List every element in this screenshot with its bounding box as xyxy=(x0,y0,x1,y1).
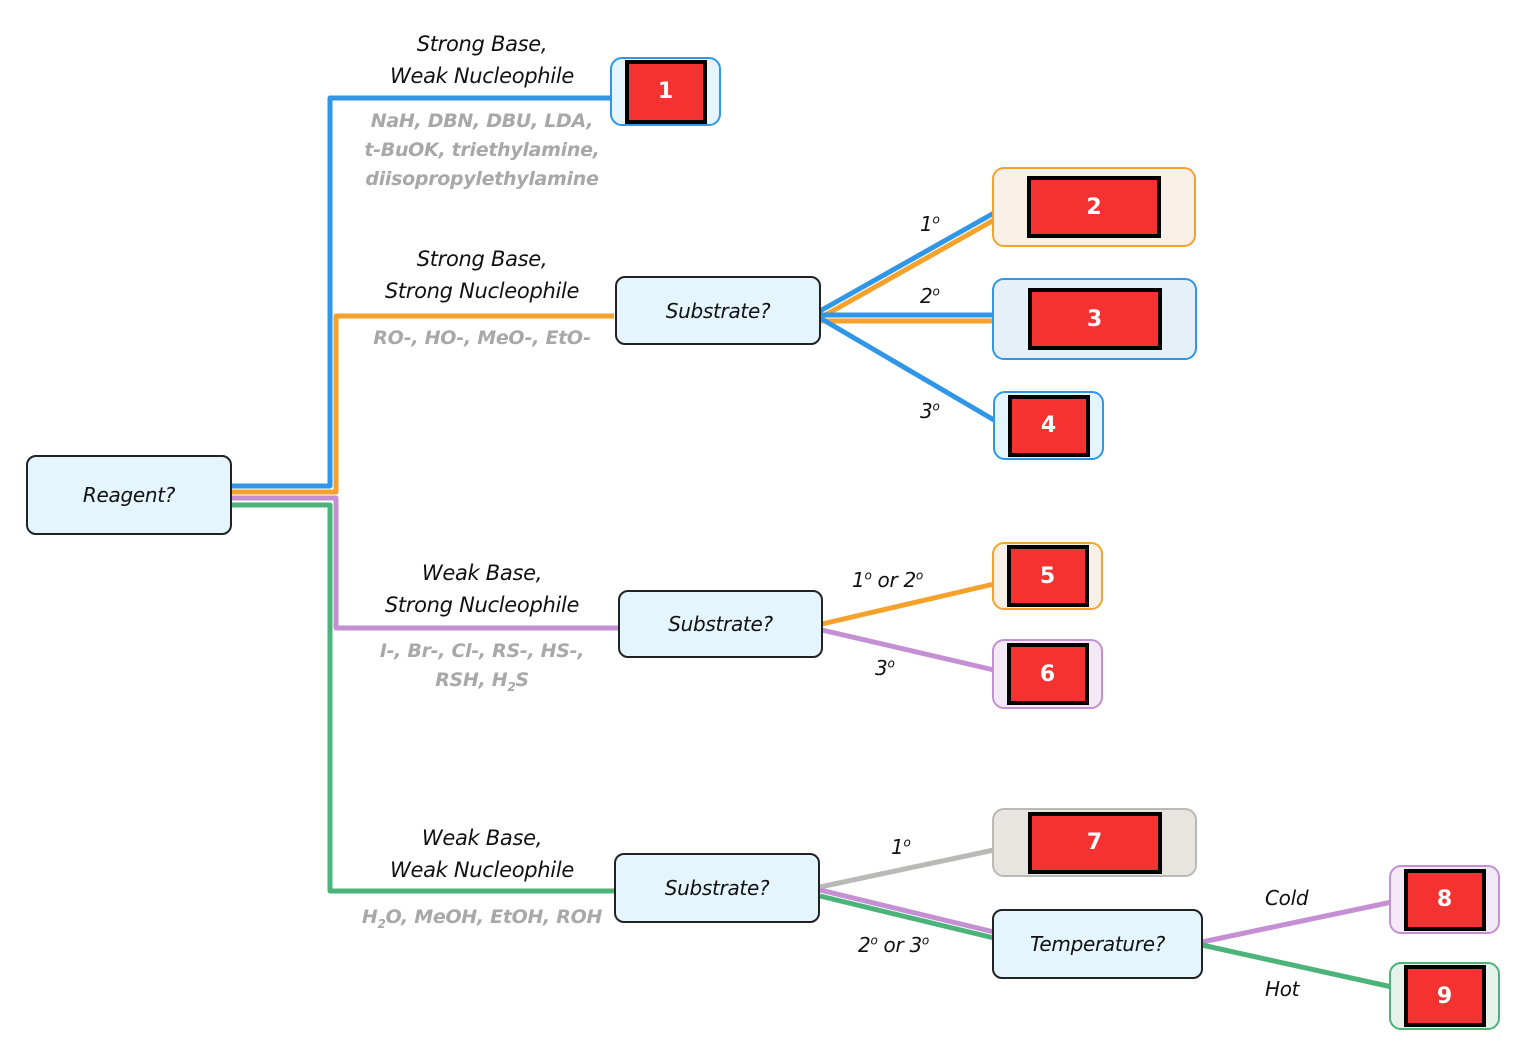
edge-sub3-to-temp-purple xyxy=(819,887,995,935)
outcome-1-badge: 1 xyxy=(624,59,707,124)
category-2-label: Strong Base, Strong Nucleophile xyxy=(384,247,580,303)
outcome-3: 3 xyxy=(992,278,1197,360)
edge-label-cold: Cold xyxy=(1265,886,1309,910)
edge-sub1-to-2-orange xyxy=(818,217,996,321)
edge-label-1-or-2-deg: 1o or 2o xyxy=(852,568,923,592)
temperature-node-label: Temperature? xyxy=(1029,932,1166,956)
category-4-examples: H2O, MeOH, EtOH, ROH xyxy=(361,906,603,931)
category-1-label: Strong Base, Weak Nucleophile xyxy=(390,32,574,88)
branch-weak-base-weak-nuc xyxy=(230,502,614,894)
temperature-node: Temperature? xyxy=(992,909,1203,979)
outcome-2-badge: 2 xyxy=(1027,176,1161,238)
edge-label-3-deg-a: 3o xyxy=(920,399,940,423)
branch-weak-base-strong-nuc xyxy=(230,495,618,631)
category-3-examples: I-, Br-, Cl-, RS-, HS-, RSH, H2S xyxy=(379,640,585,694)
substrate-node-1-label: Substrate? xyxy=(665,298,771,323)
branch-strong-base-strong-nuc xyxy=(230,313,614,495)
substrate-node-2: Substrate? xyxy=(618,590,823,658)
edge-label-3-deg-b: 3o xyxy=(875,656,895,680)
outcome-5-badge: 5 xyxy=(1006,545,1089,607)
category-3-label: Weak Base, Strong Nucleophile xyxy=(384,561,580,617)
outcome-4: 4 xyxy=(993,391,1104,460)
outcome-9-badge: 9 xyxy=(1403,965,1486,1027)
category-4-label: Weak Base, Weak Nucleophile xyxy=(390,826,574,882)
outcome-8: 8 xyxy=(1389,865,1500,934)
edge-sub3-to-7 xyxy=(819,847,995,890)
reagent-node: Reagent? xyxy=(26,455,232,535)
substrate-node-2-label: Substrate? xyxy=(668,612,773,636)
outcome-3-badge: 3 xyxy=(1027,288,1162,350)
substrate-node-3-label: Substrate? xyxy=(664,876,770,900)
outcome-7-badge: 7 xyxy=(1027,811,1162,874)
outcome-9: 9 xyxy=(1389,962,1500,1030)
outcome-2: 2 xyxy=(992,167,1196,247)
substrate-node-3: Substrate? xyxy=(614,853,820,923)
reagent-node-label: Reagent? xyxy=(82,483,176,507)
outcome-1: 1 xyxy=(610,57,721,126)
outcome-4-badge: 4 xyxy=(1007,394,1090,457)
outcome-7: 7 xyxy=(992,808,1197,877)
outcome-6-badge: 6 xyxy=(1006,643,1089,705)
edge-label-2-deg-a: 2o xyxy=(920,284,940,308)
outcome-6: 6 xyxy=(992,639,1103,709)
substrate-node-1: Substrate? xyxy=(615,276,821,345)
edge-temp-to-9 xyxy=(1201,942,1393,990)
branch-strong-base-weak-nuc xyxy=(230,95,612,489)
edge-sub2-to-5 xyxy=(821,581,995,627)
outcome-8-badge: 8 xyxy=(1403,868,1486,931)
edge-label-2-or-3-deg: 2o or 3o xyxy=(858,933,929,957)
edge-temp-to-8 xyxy=(1201,899,1393,945)
edge-sub2-to-6 xyxy=(821,627,995,673)
outcome-5: 5 xyxy=(992,542,1103,610)
edge-sub3-to-temp-green xyxy=(819,893,995,941)
edge-sub1-to-2-blue xyxy=(818,210,996,314)
edge-label-1-deg-a: 1o xyxy=(920,212,940,236)
edge-sub1-to-4 xyxy=(818,315,996,423)
edge-label-hot: Hot xyxy=(1265,977,1300,1001)
category-1-examples: NaH, DBN, DBU, LDA, t-BuOK, triethylamin… xyxy=(364,110,600,190)
edge-label-1-deg-b: 1o xyxy=(891,835,911,859)
category-2-examples: RO-, HO-, MeO-, EtO- xyxy=(373,327,591,349)
